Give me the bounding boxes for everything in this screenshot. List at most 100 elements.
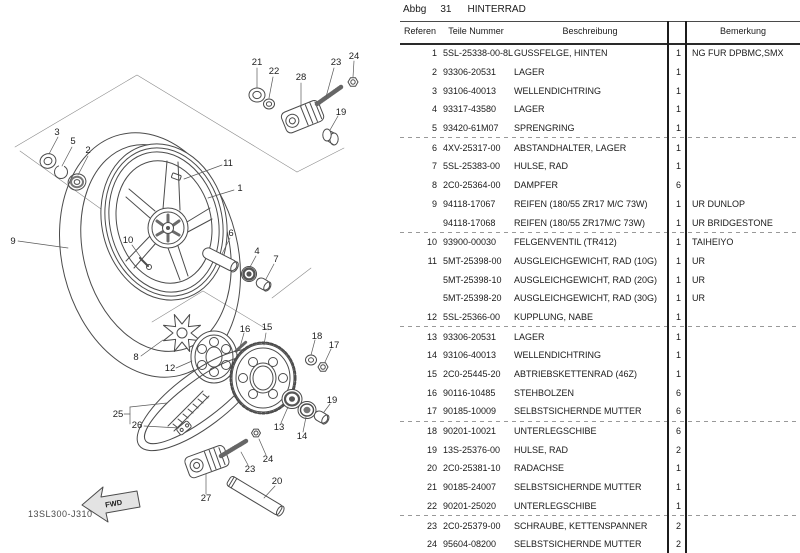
callout-28: 28 [296, 72, 307, 83]
cell-ref: 8 [431, 180, 437, 191]
cell-description: SCHRAUBE, KETTENSPANNER [514, 520, 648, 531]
cell-remark: UR BRIDGESTONE [692, 217, 773, 228]
cell-quantity: 1 [675, 161, 681, 172]
valve-stem [139, 257, 152, 270]
cell-description: RADACHSE [514, 463, 565, 474]
table-row: 24 95604-08200 SELBSTSICHERNDE MUTTER 2 [400, 535, 800, 553]
callout-9: 9 [10, 236, 15, 247]
cell-part-number: 90116-10485 [443, 387, 496, 398]
callout-8: 8 [133, 352, 138, 363]
callout-21-top: 21 [252, 57, 263, 68]
figure-name: HINTERRAD [467, 4, 526, 15]
callout-19-lower: 19 [327, 395, 338, 406]
cell-part-number: 13S-25376-00 [443, 444, 501, 455]
cell-quantity: 1 [675, 85, 681, 96]
cell-ref: 5 [431, 123, 437, 134]
cell-description: LAGER [514, 104, 545, 115]
cell-part-number: 5MT-25398-10 [443, 274, 502, 285]
table-row: 18 90201-10021 UNTERLEGSCHIBE 6 [400, 422, 800, 441]
table-header: Referen Teile Nummer Beschreibung Bemerk… [400, 26, 800, 36]
callout-20: 20 [272, 476, 283, 487]
cell-ref: 9 [431, 198, 437, 209]
cell-quantity: 1 [675, 67, 681, 78]
cell-quantity: 1 [675, 123, 681, 134]
cell-description: SPRENGRING [514, 123, 575, 134]
cell-description: AUSGLEICHGEWICHT, RAD (30G) [514, 293, 658, 304]
group-separator [400, 326, 800, 328]
callout-19-top: 19 [336, 107, 347, 118]
cell-description: LAGER [514, 331, 545, 342]
cell-quantity: 1 [675, 463, 681, 474]
cell-remark: NG FUR DPBMC,SMX [692, 48, 784, 59]
cell-description: ABSTANDHALTER, LAGER [514, 142, 627, 153]
cell-ref: 15 [426, 369, 437, 380]
table-row: 10 93900-00030 FELGENVENTIL (TR412) 1 TA… [400, 233, 800, 252]
callout-27: 27 [201, 493, 212, 504]
cell-part-number: 90185-24007 [443, 482, 497, 493]
cush-drive-star [163, 314, 201, 352]
chain-puller-lower [184, 445, 230, 479]
adjuster-nut-top [347, 77, 359, 87]
cell-description: SELBSTSICHERNDE MUTTER [514, 482, 642, 493]
cell-description: HULSE, RAD [514, 161, 569, 172]
bearing-right [281, 389, 303, 409]
cell-quantity: 1 [675, 350, 681, 361]
qty-column-left-rule [667, 21, 669, 553]
circlip [54, 165, 68, 179]
cell-quantity: 1 [675, 237, 681, 248]
cell-description: WELLENDICHTRING [514, 350, 602, 361]
cell-quantity: 6 [675, 180, 681, 191]
table-row: 7 5SL-25383-00 HULSE, RAD 1 [400, 157, 800, 176]
cell-ref: 21 [426, 482, 437, 493]
table-row: 6 4XV-25317-00 ABSTANDHALTER, LAGER 1 [400, 138, 800, 157]
table-row: 14 93106-40013 WELLENDICHTRING 1 [400, 346, 800, 365]
cell-description: STEHBOLZEN [514, 387, 575, 398]
cell-quantity: 1 [675, 255, 681, 266]
header-referen: Referen [403, 26, 437, 36]
cell-ref: 7 [431, 161, 437, 172]
cell-remark: UR DUNLOP [692, 198, 746, 209]
adjuster-nut-lower [251, 428, 261, 438]
cell-ref: 17 [426, 406, 437, 417]
end-cap-lower [313, 410, 330, 425]
cell-remark: TAIHEIYO [692, 237, 734, 248]
table-row: 22 90201-25020 UNTERLEGSCHIBE 1 [400, 497, 800, 516]
table-row: 21 90185-24007 SELBSTSICHERNDE MUTTER 1 [400, 478, 800, 497]
stud [234, 340, 248, 353]
callout-2: 2 [85, 145, 90, 156]
cell-part-number: 90201-25020 [443, 500, 497, 511]
group-separator [400, 231, 800, 233]
table-row: 20 2C0-25381-10 RADACHSE 1 [400, 459, 800, 478]
table-row: 3 93106-40013 WELLENDICHTRING 1 [400, 81, 800, 100]
cell-ref: 4 [431, 104, 437, 115]
cell-part-number: 90201-10021 [443, 426, 497, 437]
callout-15: 15 [262, 322, 273, 333]
cell-quantity: 1 [675, 331, 681, 342]
cell-quantity: 6 [675, 406, 681, 417]
cell-quantity: 1 [675, 198, 681, 209]
cell-quantity: 1 [675, 293, 681, 304]
cell-description: LAGER [514, 67, 545, 78]
cell-part-number: 93106-40013 [443, 350, 497, 361]
cell-part-number: 2C0-25379-00 [443, 520, 501, 531]
cell-quantity: 1 [675, 369, 681, 380]
cell-description: REIFEN (180/55 ZR17M/C 73W) [514, 217, 646, 228]
cell-part-number: 90185-10009 [443, 406, 497, 417]
cell-part-number: 5SL-25366-00 [443, 311, 501, 322]
seal-ring [39, 153, 57, 169]
table-row: 5MT-25398-10 AUSGLEICHGEWICHT, RAD (20G)… [400, 270, 800, 289]
table-row: 94118-17068 REIFEN (180/55 ZR17M/C 73W) … [400, 213, 800, 232]
cell-part-number: 5MT-25398-20 [443, 293, 502, 304]
adjuster-bolt-top [314, 84, 344, 107]
cell-description: KUPPLUNG, NABE [514, 311, 594, 322]
collar [255, 277, 272, 292]
cell-quantity: 1 [675, 274, 681, 285]
cell-quantity: 1 [675, 311, 681, 322]
cell-part-number: 93306-20531 [443, 67, 497, 78]
cell-part-number: 2C0-25364-00 [443, 180, 501, 191]
cell-remark: UR [692, 255, 705, 266]
cell-quantity: 1 [675, 217, 681, 228]
table-row: 8 2C0-25364-00 DAMPFER 6 [400, 176, 800, 195]
cell-description: FELGENVENTIL (TR412) [514, 237, 617, 248]
